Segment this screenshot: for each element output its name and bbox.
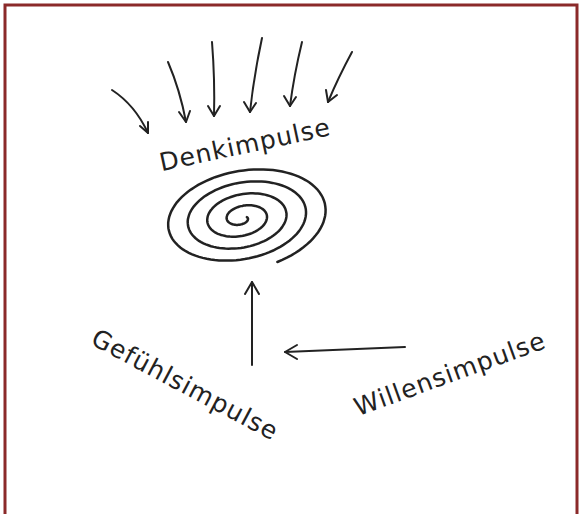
frame [5,5,577,514]
impulse-label: Gefühlsimpulse [87,324,283,446]
arrowhead [326,90,337,102]
arrowhead [284,96,296,106]
arrowhead [179,111,190,122]
arrow [251,282,253,365]
arrow [212,42,214,116]
arrow [168,62,186,122]
arrow [250,38,262,112]
impulse-label: Willensimpulse [351,327,550,422]
arrowhead [140,122,148,133]
arrow [285,347,405,352]
impulse-label: Denkimpulse [157,113,333,176]
impulse-arrows [112,38,405,365]
arrowhead [245,282,259,294]
spiral [168,169,325,262]
arrowhead [208,106,220,116]
arrowhead [244,102,256,112]
arrowhead [285,345,297,359]
arrow [112,90,148,133]
frame-border [5,5,577,514]
arrow [328,52,352,102]
